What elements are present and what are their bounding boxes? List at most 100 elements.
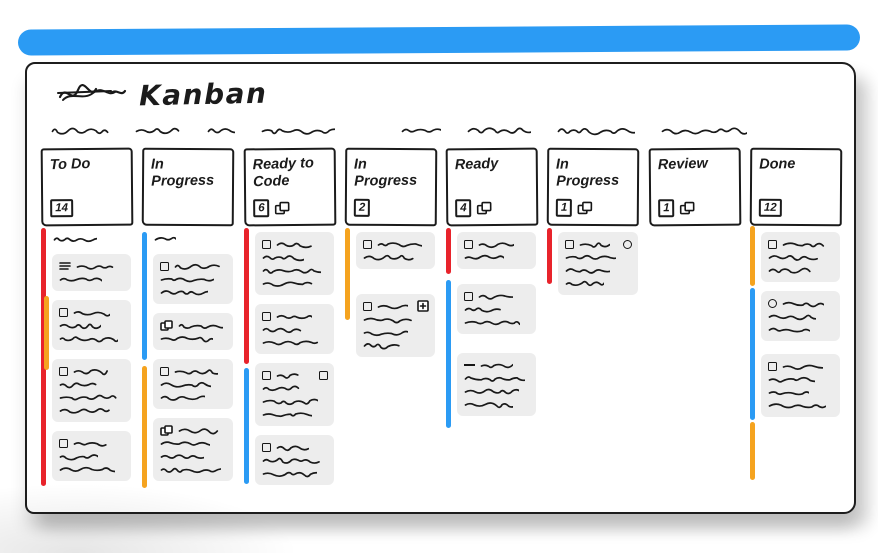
nav-scribble-item[interactable] (261, 123, 335, 137)
scribble-text (276, 242, 312, 249)
card-text-row (464, 291, 530, 301)
nav-scribble-item[interactable] (467, 123, 531, 137)
scribble-text (262, 327, 301, 334)
column-count-badge: 1 (556, 198, 573, 217)
kanban-card[interactable] (52, 431, 132, 481)
priority-rail-red (243, 228, 249, 364)
scribble-text (160, 290, 209, 296)
kanban-card[interactable] (457, 232, 537, 269)
card-text-row (464, 252, 530, 262)
kanban-card[interactable] (760, 232, 840, 282)
scribble-text (59, 323, 101, 330)
kanban-card[interactable] (558, 232, 638, 295)
scribble-text (76, 265, 114, 270)
column-meta: 14 (50, 199, 125, 218)
kanban-card[interactable] (457, 353, 537, 416)
column-body (649, 226, 741, 510)
kanban-card[interactable] (355, 232, 435, 269)
card-text-row (464, 360, 530, 370)
kanban-card[interactable] (760, 291, 840, 341)
scribble-text (782, 242, 824, 248)
column-body (547, 226, 639, 510)
card-text-row (362, 239, 429, 249)
nav-scribble-item[interactable] (51, 123, 109, 137)
scribble-text (262, 412, 312, 418)
scribble-text (160, 454, 205, 459)
column-count-badge: 1 (657, 199, 675, 218)
scribble-text (565, 280, 605, 287)
scribble-text (377, 304, 408, 310)
card-text-row (59, 405, 125, 415)
column-note-scribble (53, 232, 131, 245)
card-text-row (767, 298, 834, 308)
scribble-text (768, 327, 810, 333)
scribble-text (178, 323, 224, 329)
kanban-card[interactable] (254, 435, 334, 485)
kanban-card[interactable] (254, 363, 334, 426)
plus-badge-icon (417, 300, 429, 312)
logo-scribble[interactable] (55, 80, 127, 108)
nav-scribble-item[interactable] (135, 123, 181, 137)
kanban-card[interactable] (52, 300, 132, 350)
kanban-card[interactable] (254, 232, 334, 295)
kanban-card[interactable] (153, 359, 233, 409)
scribble-text (160, 441, 211, 446)
scribble-text (160, 336, 214, 343)
kanban-card[interactable] (52, 254, 132, 291)
checkbox-icon (318, 370, 328, 380)
nav-scribble-item[interactable] (207, 123, 235, 137)
card-text-row (160, 424, 226, 436)
column-header[interactable]: In Progress (141, 147, 235, 227)
circle-icon (767, 298, 777, 308)
kanban-card[interactable] (52, 359, 132, 422)
column-count-badge: 14 (50, 199, 74, 218)
circle-icon (622, 239, 632, 249)
kanban-card[interactable] (457, 284, 537, 334)
card-text-row (261, 442, 328, 452)
nav-scribble-item[interactable] (661, 123, 747, 137)
scribble-text (276, 445, 309, 452)
nav-scribble-item[interactable] (401, 123, 441, 137)
card-text-row (464, 239, 530, 249)
scribble-text (480, 363, 513, 369)
kanban-card[interactable] (153, 313, 233, 350)
scribble-text (768, 314, 816, 321)
priority-rail-orange (44, 296, 49, 370)
scribble-text (174, 263, 221, 270)
checkbox-icon (767, 239, 777, 249)
column-meta: 4 (455, 199, 530, 218)
scribble-text (363, 317, 412, 324)
card-text-row (768, 324, 834, 334)
nav-scribble-item[interactable] (557, 123, 635, 137)
scribble-text (478, 242, 514, 249)
card-text-row (464, 386, 530, 396)
scribble-text (262, 398, 318, 406)
scribble-text (262, 340, 318, 346)
scribble-text (261, 128, 335, 135)
kanban-card[interactable] (153, 418, 233, 481)
card-text-row (767, 239, 834, 249)
kanban-card[interactable] (760, 354, 840, 417)
card-text-row (261, 239, 328, 249)
scribble-text (73, 442, 107, 447)
kanban-card[interactable] (355, 294, 435, 357)
nav-bar (51, 118, 842, 142)
priority-rail-blue (446, 280, 451, 428)
kanban-card[interactable] (254, 304, 334, 354)
card-text-row (768, 311, 834, 321)
card-text-row (160, 392, 226, 402)
scribble-text (160, 467, 222, 474)
scribble-text (579, 242, 611, 248)
kanban-card[interactable] (153, 254, 233, 304)
scribble-text (262, 471, 317, 478)
scribble-text (160, 381, 212, 388)
card-text-row (262, 252, 328, 262)
